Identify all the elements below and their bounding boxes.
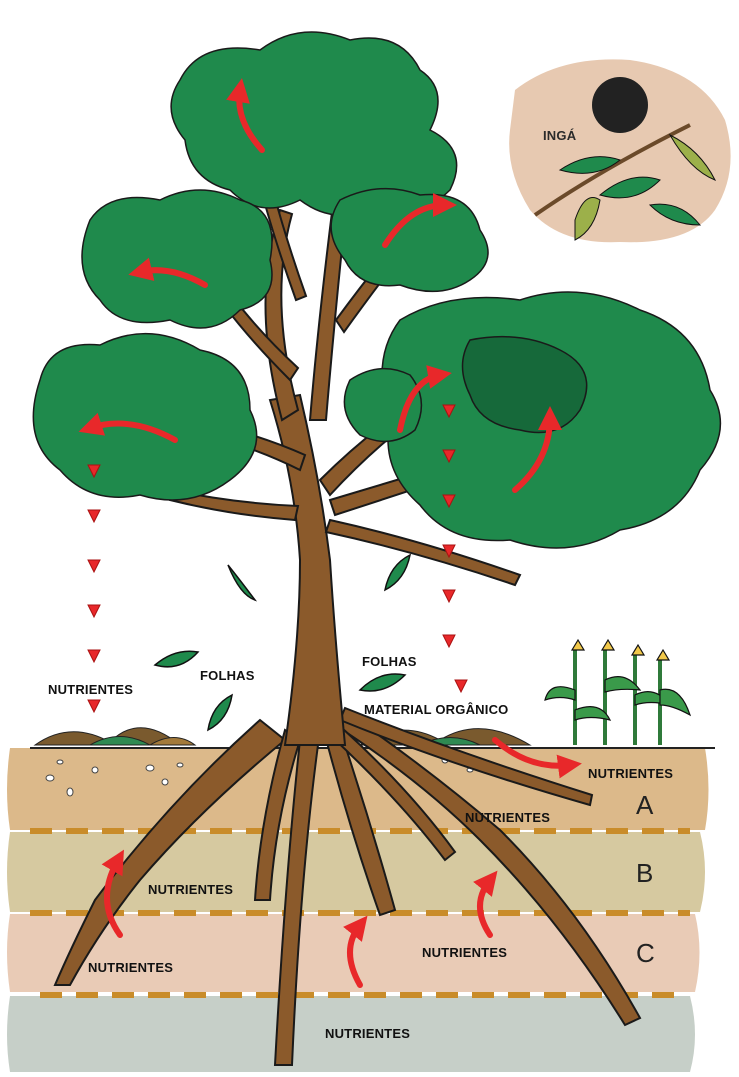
falling-leaf: [155, 651, 198, 667]
falling-leaf: [360, 674, 405, 691]
label-inga: INGÁ: [543, 128, 576, 143]
crop-plants: [545, 640, 690, 745]
falling-leaf: [385, 555, 410, 590]
soil-layer-a-label: A: [636, 790, 654, 821]
label-material-organico: MATERIAL ORGÂNICO: [364, 702, 508, 717]
label-nutrientes-left: NUTRIENTES: [48, 682, 133, 697]
label-nutrientes-b: NUTRIENTES: [148, 882, 233, 897]
soil-layer-b-label: B: [636, 858, 654, 889]
inga-flower: [592, 77, 648, 133]
label-nutrientes-c-left: NUTRIENTES: [88, 960, 173, 975]
label-nutrientes-a: NUTRIENTES: [465, 810, 550, 825]
soil-layer-c-label: C: [636, 938, 655, 969]
falling-leaf: [208, 695, 232, 730]
inga-inset: [509, 59, 730, 242]
label-folhas-right: FOLHAS: [362, 654, 417, 669]
label-nutrientes-c-right: NUTRIENTES: [422, 945, 507, 960]
label-nutrientes-bottom: NUTRIENTES: [325, 1026, 410, 1041]
label-nutrientes-crops: NUTRIENTES: [588, 766, 673, 781]
falling-leaf: [228, 565, 255, 600]
label-folhas-left: FOLHAS: [200, 668, 255, 683]
